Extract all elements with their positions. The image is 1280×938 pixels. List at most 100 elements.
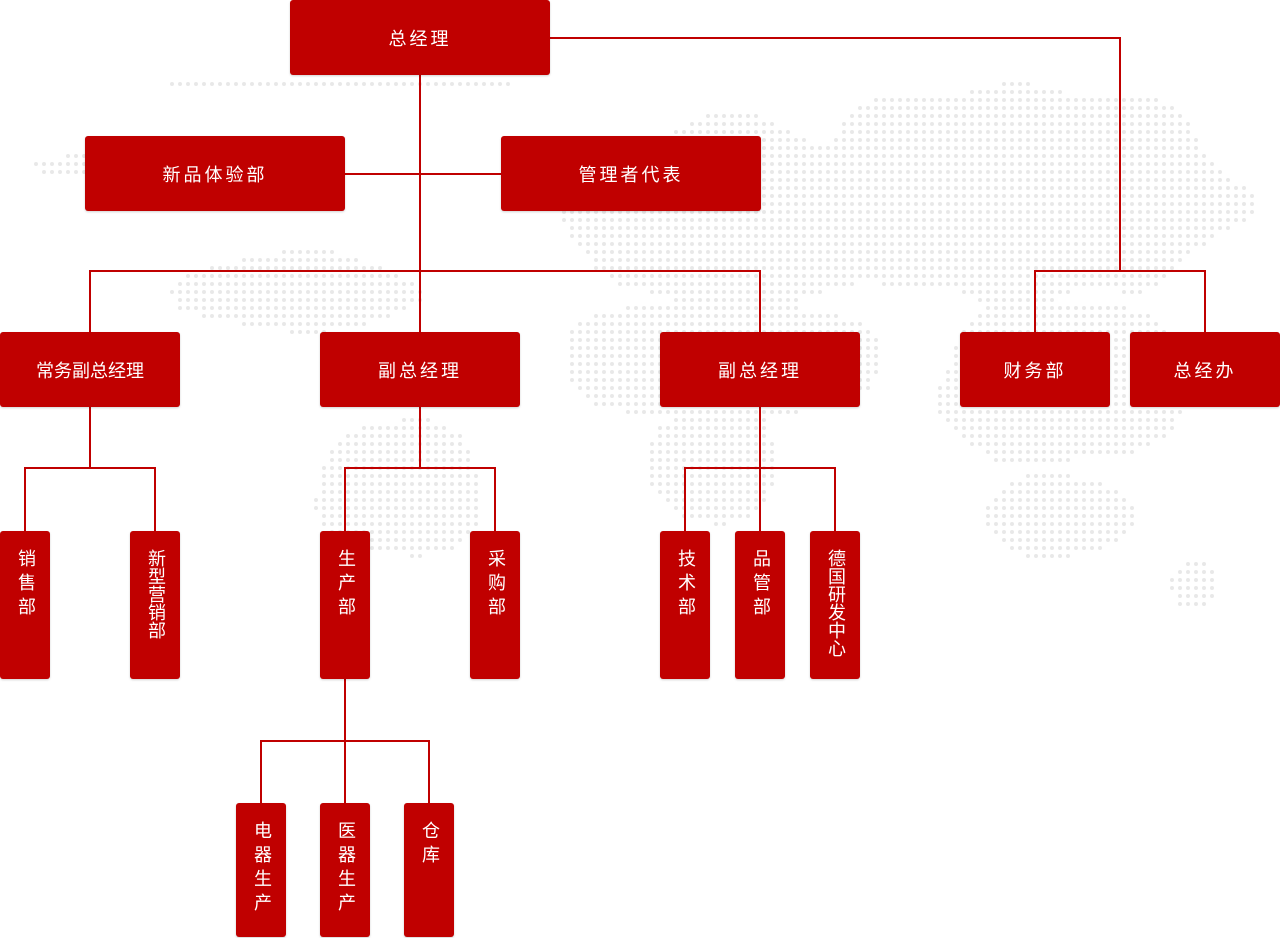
- node-management-representative[interactable]: 管理者代表: [501, 136, 761, 211]
- map-dot: [1138, 234, 1142, 238]
- map-dot: [1058, 474, 1062, 478]
- node-medical-production[interactable]: 医器生产: [320, 803, 370, 937]
- node-gm-office[interactable]: 总经办: [1130, 332, 1280, 407]
- map-dot: [570, 218, 574, 222]
- map-dot: [394, 274, 398, 278]
- map-dot: [626, 234, 630, 238]
- map-dot: [898, 162, 902, 166]
- map-dot: [882, 106, 886, 110]
- map-dot: [266, 322, 270, 326]
- map-dot: [786, 226, 790, 230]
- map-dot: [754, 410, 758, 414]
- map-dot: [762, 138, 766, 142]
- map-dot: [986, 250, 990, 254]
- map-dot: [986, 290, 990, 294]
- map-dot: [338, 474, 342, 478]
- map-dot: [1098, 274, 1102, 278]
- node-deputy-gm-1[interactable]: 副总经理: [320, 332, 520, 407]
- node-general-manager[interactable]: 总经理: [290, 0, 550, 75]
- map-dot: [202, 290, 206, 294]
- map-dot: [618, 218, 622, 222]
- map-dot: [954, 394, 958, 398]
- map-dot: [794, 170, 798, 174]
- map-dot: [594, 218, 598, 222]
- map-dot: [970, 130, 974, 134]
- map-dot: [266, 290, 270, 294]
- node-production[interactable]: 生产部: [320, 531, 370, 679]
- map-dot: [754, 474, 758, 478]
- map-dot: [794, 178, 798, 182]
- map-dot: [298, 274, 302, 278]
- map-dot: [466, 474, 470, 478]
- map-dot: [1194, 218, 1198, 222]
- map-dot: [1034, 410, 1038, 414]
- node-germany-rd[interactable]: 德国研发中心: [810, 531, 860, 679]
- map-dot: [642, 410, 646, 414]
- map-dot: [946, 378, 950, 382]
- map-dot: [202, 282, 206, 286]
- map-dot: [1018, 426, 1022, 430]
- map-dot: [338, 82, 342, 86]
- map-dot: [1122, 410, 1126, 414]
- map-dot: [1066, 154, 1070, 158]
- map-dot: [1162, 210, 1166, 214]
- map-dot: [442, 482, 446, 486]
- map-dot: [1042, 226, 1046, 230]
- map-dot: [250, 258, 254, 262]
- map-dot: [714, 418, 718, 422]
- map-dot: [1162, 258, 1166, 262]
- map-dot: [178, 282, 182, 286]
- node-electrical-production[interactable]: 电器生产: [236, 803, 286, 937]
- map-dot: [1154, 98, 1158, 102]
- map-dot: [1066, 234, 1070, 238]
- map-dot: [794, 410, 798, 414]
- map-dot: [50, 162, 54, 166]
- map-dot: [1074, 258, 1078, 262]
- map-dot: [770, 138, 774, 142]
- map-dot: [1042, 322, 1046, 326]
- node-new-product-experience[interactable]: 新品体验部: [85, 136, 345, 211]
- map-dot: [354, 274, 358, 278]
- map-dot: [762, 410, 766, 414]
- node-quality[interactable]: 品管部: [735, 531, 785, 679]
- map-dot: [882, 210, 886, 214]
- node-sales[interactable]: 销售部: [0, 531, 50, 679]
- map-dot: [994, 186, 998, 190]
- map-dot: [1082, 450, 1086, 454]
- map-dot: [906, 258, 910, 262]
- map-dot: [770, 210, 774, 214]
- map-dot: [994, 458, 998, 462]
- map-dot: [1162, 106, 1166, 110]
- map-dot: [338, 306, 342, 310]
- map-dot: [1098, 178, 1102, 182]
- node-deputy-gm-2[interactable]: 副总经理: [660, 332, 860, 407]
- map-dot: [1122, 346, 1126, 350]
- map-dot: [970, 322, 974, 326]
- node-new-marketing[interactable]: 新型营销部: [130, 531, 180, 679]
- map-dot: [882, 234, 886, 238]
- node-purchasing[interactable]: 采购部: [470, 531, 520, 679]
- map-dot: [410, 282, 414, 286]
- map-dot: [1154, 274, 1158, 278]
- map-dot: [970, 250, 974, 254]
- map-dot: [1050, 282, 1054, 286]
- map-dot: [858, 122, 862, 126]
- map-dot: [1162, 178, 1166, 182]
- map-dot: [1138, 106, 1142, 110]
- map-dot: [1066, 218, 1070, 222]
- map-dot: [1106, 410, 1110, 414]
- node-technology[interactable]: 技术部: [660, 531, 710, 679]
- map-dot: [1034, 266, 1038, 270]
- node-warehouse[interactable]: 仓库: [404, 803, 454, 937]
- node-executive-deputy-gm[interactable]: 常务副总经理: [0, 332, 180, 407]
- map-dot: [1090, 186, 1094, 190]
- map-dot: [1002, 306, 1006, 310]
- map-dot: [1202, 186, 1206, 190]
- node-finance[interactable]: 财务部: [960, 332, 1110, 407]
- map-dot: [418, 474, 422, 478]
- map-dot: [722, 234, 726, 238]
- map-dot: [914, 154, 918, 158]
- map-dot: [322, 82, 326, 86]
- map-dot: [938, 202, 942, 206]
- map-dot: [1138, 426, 1142, 430]
